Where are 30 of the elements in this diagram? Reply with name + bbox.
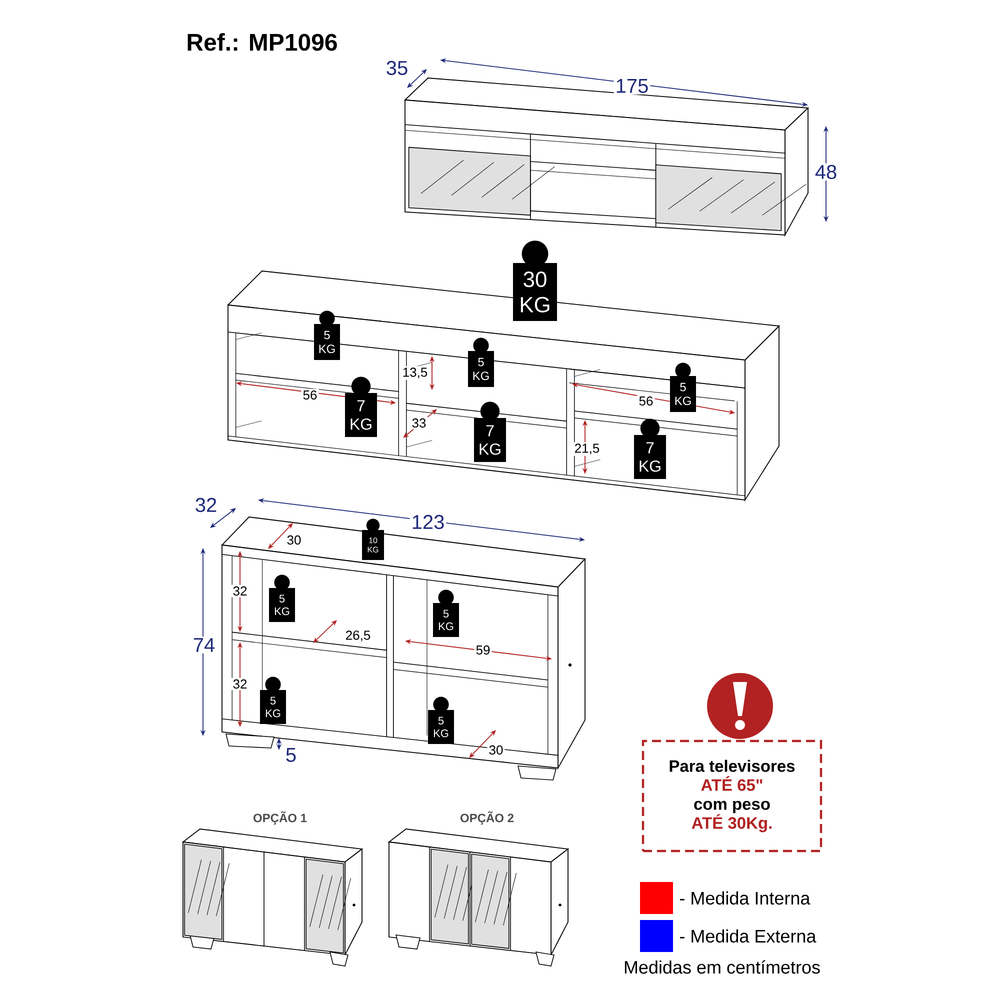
weight-tag: 5 KG xyxy=(670,362,696,412)
option-heading: OPÇÃO 1 xyxy=(253,811,307,825)
dimension-label: 123 xyxy=(410,513,446,531)
dimension-label: 21,5 xyxy=(572,442,602,456)
weight-tag: 30 KG xyxy=(513,240,557,321)
weight-tag: 5 KG xyxy=(433,590,459,637)
dimension-label: 13,5 xyxy=(400,366,430,380)
dimension-label: 5 xyxy=(286,748,296,762)
units-note: Medidas em centímetros xyxy=(624,960,820,974)
dimension-label: 74 xyxy=(191,636,217,654)
warning-box: Para televisores ATÉ 65" com peso ATÉ 30Kg. xyxy=(642,740,822,852)
weight-tag: 5 KG xyxy=(269,574,295,622)
weight-tag: 5 KG xyxy=(314,310,340,360)
weight-tag: 10 KG xyxy=(362,518,384,560)
weight-tag: 7 KG xyxy=(345,376,377,437)
title: Ref.: MP1096 xyxy=(188,33,337,51)
dimension-label: 48 xyxy=(813,163,839,181)
weight-tag: 5 KG xyxy=(260,676,286,724)
legend-label: - Medida Interna xyxy=(680,891,810,905)
dimension-label: 175 xyxy=(614,78,650,94)
weight-tag: 5 KG xyxy=(428,696,454,744)
weight-tag: 7 KG xyxy=(634,418,666,479)
dimension-label: 26,5 xyxy=(346,630,370,642)
weight-tag: 5 KG xyxy=(468,338,494,387)
legend-label: - Medida Externa xyxy=(680,929,816,943)
dimension-label: 35 xyxy=(386,60,408,76)
dimension-label: 30 xyxy=(287,535,301,545)
option-heading: OPÇÃO 2 xyxy=(460,811,514,825)
dimension-label: 32 xyxy=(196,498,216,512)
weight-tag: 7 KG xyxy=(474,402,506,462)
